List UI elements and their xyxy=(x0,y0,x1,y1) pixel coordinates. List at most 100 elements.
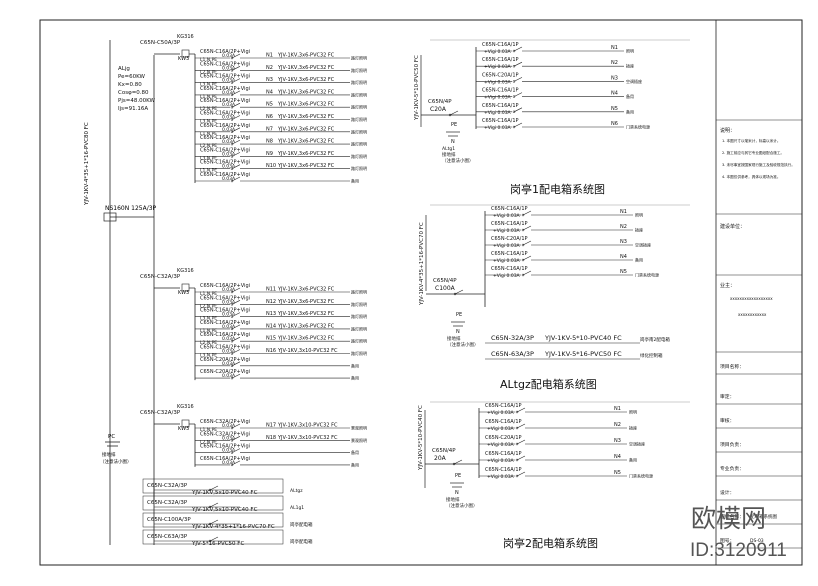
box-n-label: N xyxy=(455,490,459,496)
box-feeder-breaker: C65N-32A/3P xyxy=(491,334,534,342)
circuit-number-label: N2 xyxy=(266,65,273,71)
box-circuit-number: N4 xyxy=(611,91,618,97)
circuit-rcd-label: 0.03A xyxy=(222,90,236,96)
circuit-breaker-label: C65N-C16A/2P+Vigi xyxy=(200,111,250,117)
breaker-terminal-symbol xyxy=(230,339,234,343)
group-meter-symbol xyxy=(181,419,190,428)
box-circuit-number: N4 xyxy=(620,254,627,260)
breaker-contact-symbol xyxy=(231,423,241,429)
circuit-cable-label: YJV-1KV,3x10-PVC32 FC xyxy=(277,348,338,354)
box-circuit-use: 插座 xyxy=(626,63,634,69)
breaker-terminal-symbol xyxy=(230,105,234,109)
circuit-breaker-label: C65N-C16A/2P+Vigi xyxy=(200,86,250,92)
circuit-phase-label: L3,N,PE xyxy=(200,353,217,359)
breaker-terminal-symbol xyxy=(515,410,519,414)
circuit-cable-label: YJV-1KV,3x6-PVC32 FC xyxy=(277,89,335,95)
group-meter-label: KG316 xyxy=(177,268,194,274)
main-pe-sub: 接地排 xyxy=(102,451,116,458)
box-circuit-number: N2 xyxy=(614,422,621,428)
box-title: 岗亭1配电箱系统图 xyxy=(510,182,605,196)
box-feeder-cable: YJV-1KV-5*10-PVC40 FC xyxy=(544,334,622,342)
box-pe-note: ALtg1 xyxy=(442,146,455,152)
circuit-breaker-label: C65N-C32A/2P+Vigi xyxy=(200,419,250,425)
main-pe-sub2: （注意法小图） xyxy=(100,458,132,465)
group-kw-label: KW3 xyxy=(178,56,189,62)
breaker-contact-symbol xyxy=(231,90,241,96)
circuit-number-label: N17 xyxy=(266,423,276,429)
box-title: ALtgz配电箱系统图 xyxy=(500,377,597,391)
circuit-cable-label: YJV-1KV,3x6-PVC32 FC xyxy=(277,151,335,157)
box-circuit-number: N4 xyxy=(614,454,621,460)
circuit-rcd-label: 0.03A xyxy=(222,53,236,59)
breaker-contact-symbol xyxy=(231,152,241,157)
load-param-1: Pe=60KW xyxy=(118,74,146,80)
breaker-terminal-symbol xyxy=(230,155,234,158)
box-circuit-number: N1 xyxy=(611,45,618,51)
circuit-rcd-label: 0.03A xyxy=(222,151,236,157)
circuit-phase-label: L1,N,PE xyxy=(200,94,217,100)
breaker-terminal-symbol xyxy=(230,463,234,467)
box-circuit-rcd: +Vigi 0.03A xyxy=(484,125,512,131)
box-circuit-rcd: +Vigi 0.03A xyxy=(487,474,515,480)
circuit-use-label: 路灯照明 xyxy=(351,104,367,110)
circuit-breaker-label: C65N-C16A/2P+Vigi xyxy=(200,123,250,129)
circuit-breaker-label: C65N-C16A/2P+Vigi xyxy=(200,320,250,326)
box-pe-note: （注意法小图） xyxy=(442,157,474,164)
breaker-terminal-symbol xyxy=(230,93,234,97)
circuit-number-label: N14 xyxy=(266,323,276,329)
circuit-breaker-label: C65N-C16A/2P+Vigi xyxy=(200,283,250,289)
box-circuit-rcd: +Vigi 0.03A xyxy=(487,458,515,464)
circuit-use-label: 路灯照明 xyxy=(351,338,367,344)
group-meter-symbol xyxy=(181,49,190,58)
circuit-rcd-label: 0.03A xyxy=(222,78,236,84)
circuit-cable-label: YJV-1KV,3x6-PVC32 FC xyxy=(277,139,335,145)
breaker-terminal-symbol xyxy=(230,451,234,454)
box-circuit-use: 插座 xyxy=(635,227,643,233)
tb-field-label: 审核： xyxy=(720,417,734,424)
circuit-cable-label: YJV-1KV,3x6-PVC32 FC xyxy=(277,65,335,71)
box-circuit-number: N6 xyxy=(611,121,618,127)
circuit-number-label: N6 xyxy=(266,114,273,120)
box-circuit-rcd: +Vigi 0.03A xyxy=(487,410,515,416)
breaker-contact-symbol xyxy=(513,92,523,97)
breaker-terminal-symbol xyxy=(230,439,234,442)
box-incoming-cable: YJV-1KV-5*10-PVC50 FC xyxy=(414,55,420,121)
breaker-terminal-symbol xyxy=(208,522,212,526)
box-circuit-number: N3 xyxy=(611,75,618,81)
breaker-contact-symbol xyxy=(231,448,241,453)
circuit-cable-label: YJV-1KV,3x6-PVC32 FC xyxy=(277,336,335,342)
breaker-terminal-symbol xyxy=(208,539,212,543)
circuit-cable-label: YJV-1KV,3x6-PVC32 FC xyxy=(277,126,335,132)
breaker-terminal-symbol xyxy=(521,258,525,262)
box-feeder-breaker: C65N-63A/3P xyxy=(491,350,534,358)
breaker-terminal-symbol xyxy=(208,505,212,509)
box-circuit-breaker: C65N-C16A/1P xyxy=(485,467,522,473)
box-pe-note: 接地排 xyxy=(446,496,460,503)
group-meter-symbol xyxy=(181,283,190,292)
breaker-contact-symbol xyxy=(231,139,241,145)
breaker-terminal-symbol xyxy=(230,130,234,134)
box-circuit-breaker: C65N-C16A/1P xyxy=(485,451,522,457)
circuit-number-label: N11 xyxy=(266,287,276,293)
breaker-contact-symbol xyxy=(231,312,241,317)
box-circuit-breaker: C65N-C16A/1P xyxy=(491,266,528,272)
breaker-terminal-symbol xyxy=(230,364,234,368)
breaker-contact-symbol xyxy=(522,270,532,276)
box-circuit-rcd: +Vigi 0.03A xyxy=(487,442,515,448)
